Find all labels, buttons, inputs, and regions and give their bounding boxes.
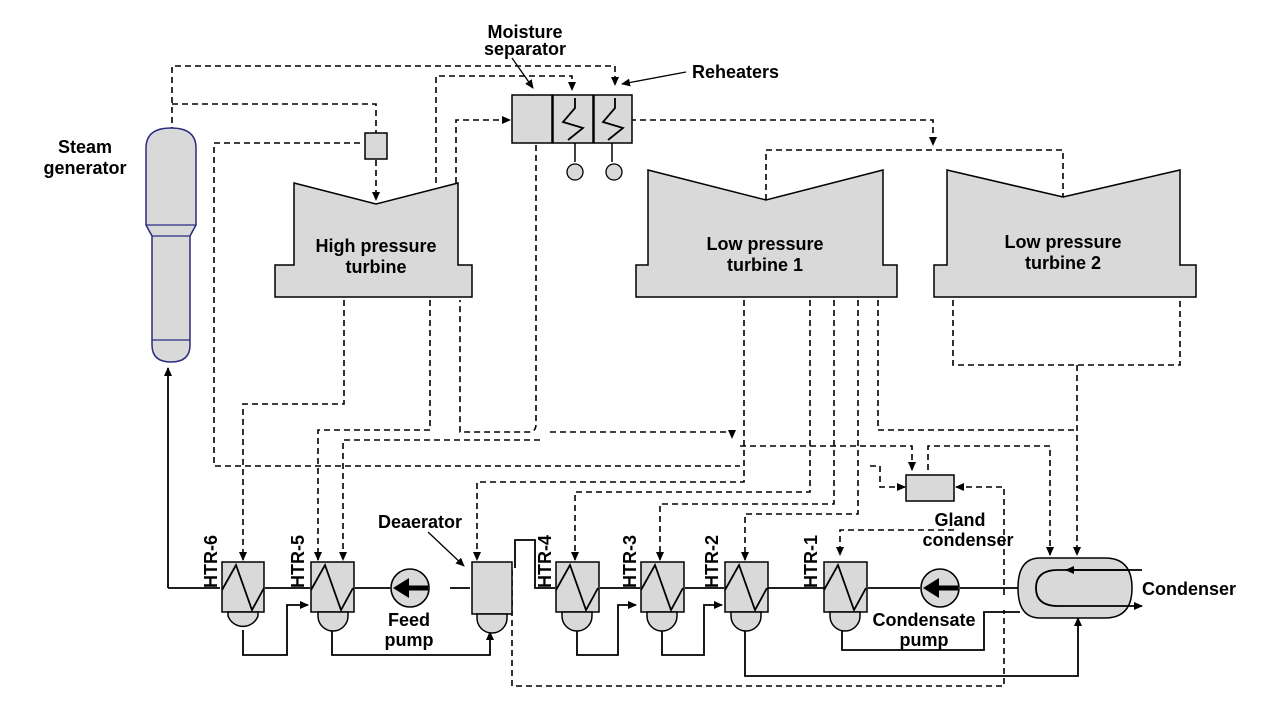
steam-valve <box>364 132 388 160</box>
moisture-separator-pointer <box>511 57 534 89</box>
htr4-label: HTR-4 <box>535 535 555 588</box>
reheaters-pointer <box>621 71 687 87</box>
steam-generator <box>145 127 197 363</box>
htr6-label: HTR-6 <box>201 535 221 588</box>
gland-condenser <box>905 474 955 502</box>
htr2-label: HTR-2 <box>702 535 722 588</box>
reheaters-label: Reheaters <box>692 62 779 82</box>
low-pressure-turbine-2 <box>933 169 1197 298</box>
heater-htr1 <box>823 561 868 632</box>
heater-htr2 <box>724 561 769 632</box>
deaerator-pointer <box>427 531 465 567</box>
htr3-label: HTR-3 <box>620 535 640 588</box>
heater-htr5 <box>310 561 355 632</box>
water-lines <box>164 367 1082 677</box>
condenser-label: Condenser <box>1142 579 1236 599</box>
steam-lines <box>171 65 1181 687</box>
low-pressure-turbine-1 <box>635 169 898 298</box>
htr1-label: HTR-1 <box>801 535 821 588</box>
htr5-label: HTR-5 <box>288 535 308 588</box>
deaerator <box>471 561 513 634</box>
heater-htr4 <box>555 561 600 632</box>
deaerator-label: Deaerator <box>378 512 462 532</box>
heater-htr3 <box>640 561 685 632</box>
high-pressure-turbine <box>274 182 473 298</box>
moisture-separator-reheaters <box>511 94 633 181</box>
condensate-pump <box>920 568 960 608</box>
feed-pump <box>390 568 430 608</box>
condenser <box>1017 557 1143 619</box>
heater-htr6 <box>221 561 265 628</box>
